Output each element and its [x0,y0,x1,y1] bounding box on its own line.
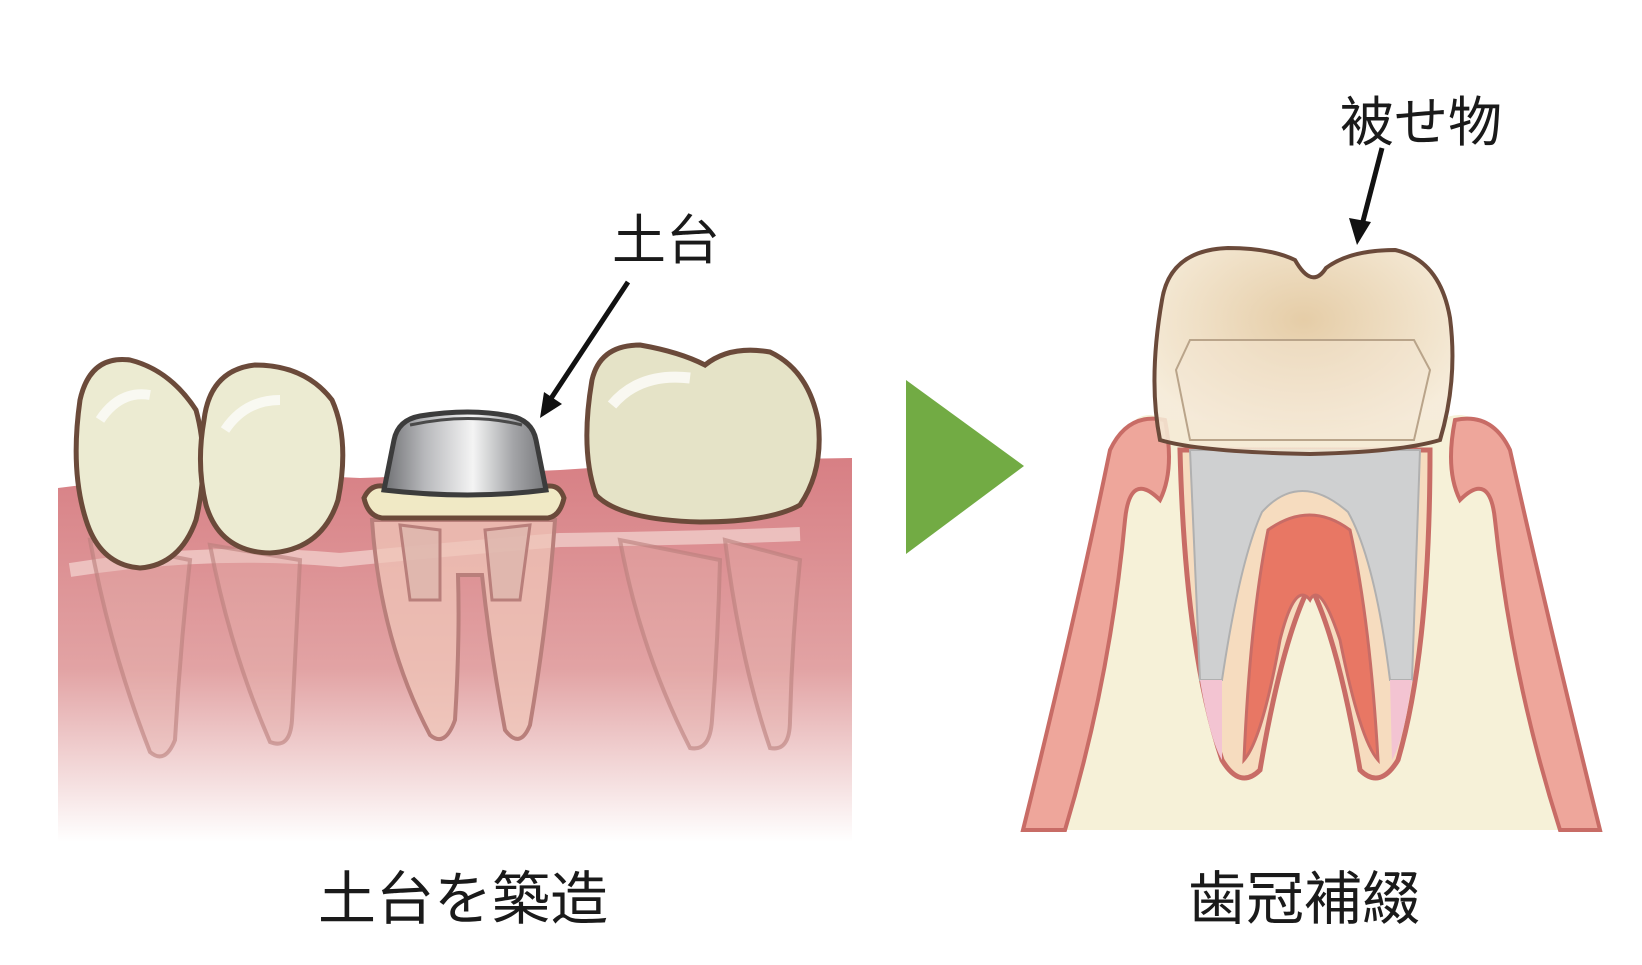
crown-label: 被せ物 [1340,91,1502,154]
metal-abutment [381,409,549,498]
gum-outer-right [1449,416,1603,832]
next-step-arrow [906,380,1024,554]
left-panel [58,280,852,842]
tooth-left-3 [584,342,822,525]
pulp [1242,513,1380,765]
abutment-arrow-line [547,280,631,402]
abutment-roots [369,518,558,741]
crown-arrow-line [1359,147,1385,226]
crown-arrow-head [1349,218,1371,245]
core-post [1188,449,1422,681]
abutment-label: 土台 [612,209,720,272]
crown [1152,245,1455,457]
abutment-arrow-head [540,392,562,418]
gum-outer [1020,416,1171,832]
left-caption: 土台を築造 [318,865,609,933]
bone [1023,415,1600,830]
right-caption: 歯冠補綴 [1188,865,1421,933]
roots [87,537,803,759]
right-panel [1020,147,1603,832]
tooth-left-2 [197,362,346,556]
